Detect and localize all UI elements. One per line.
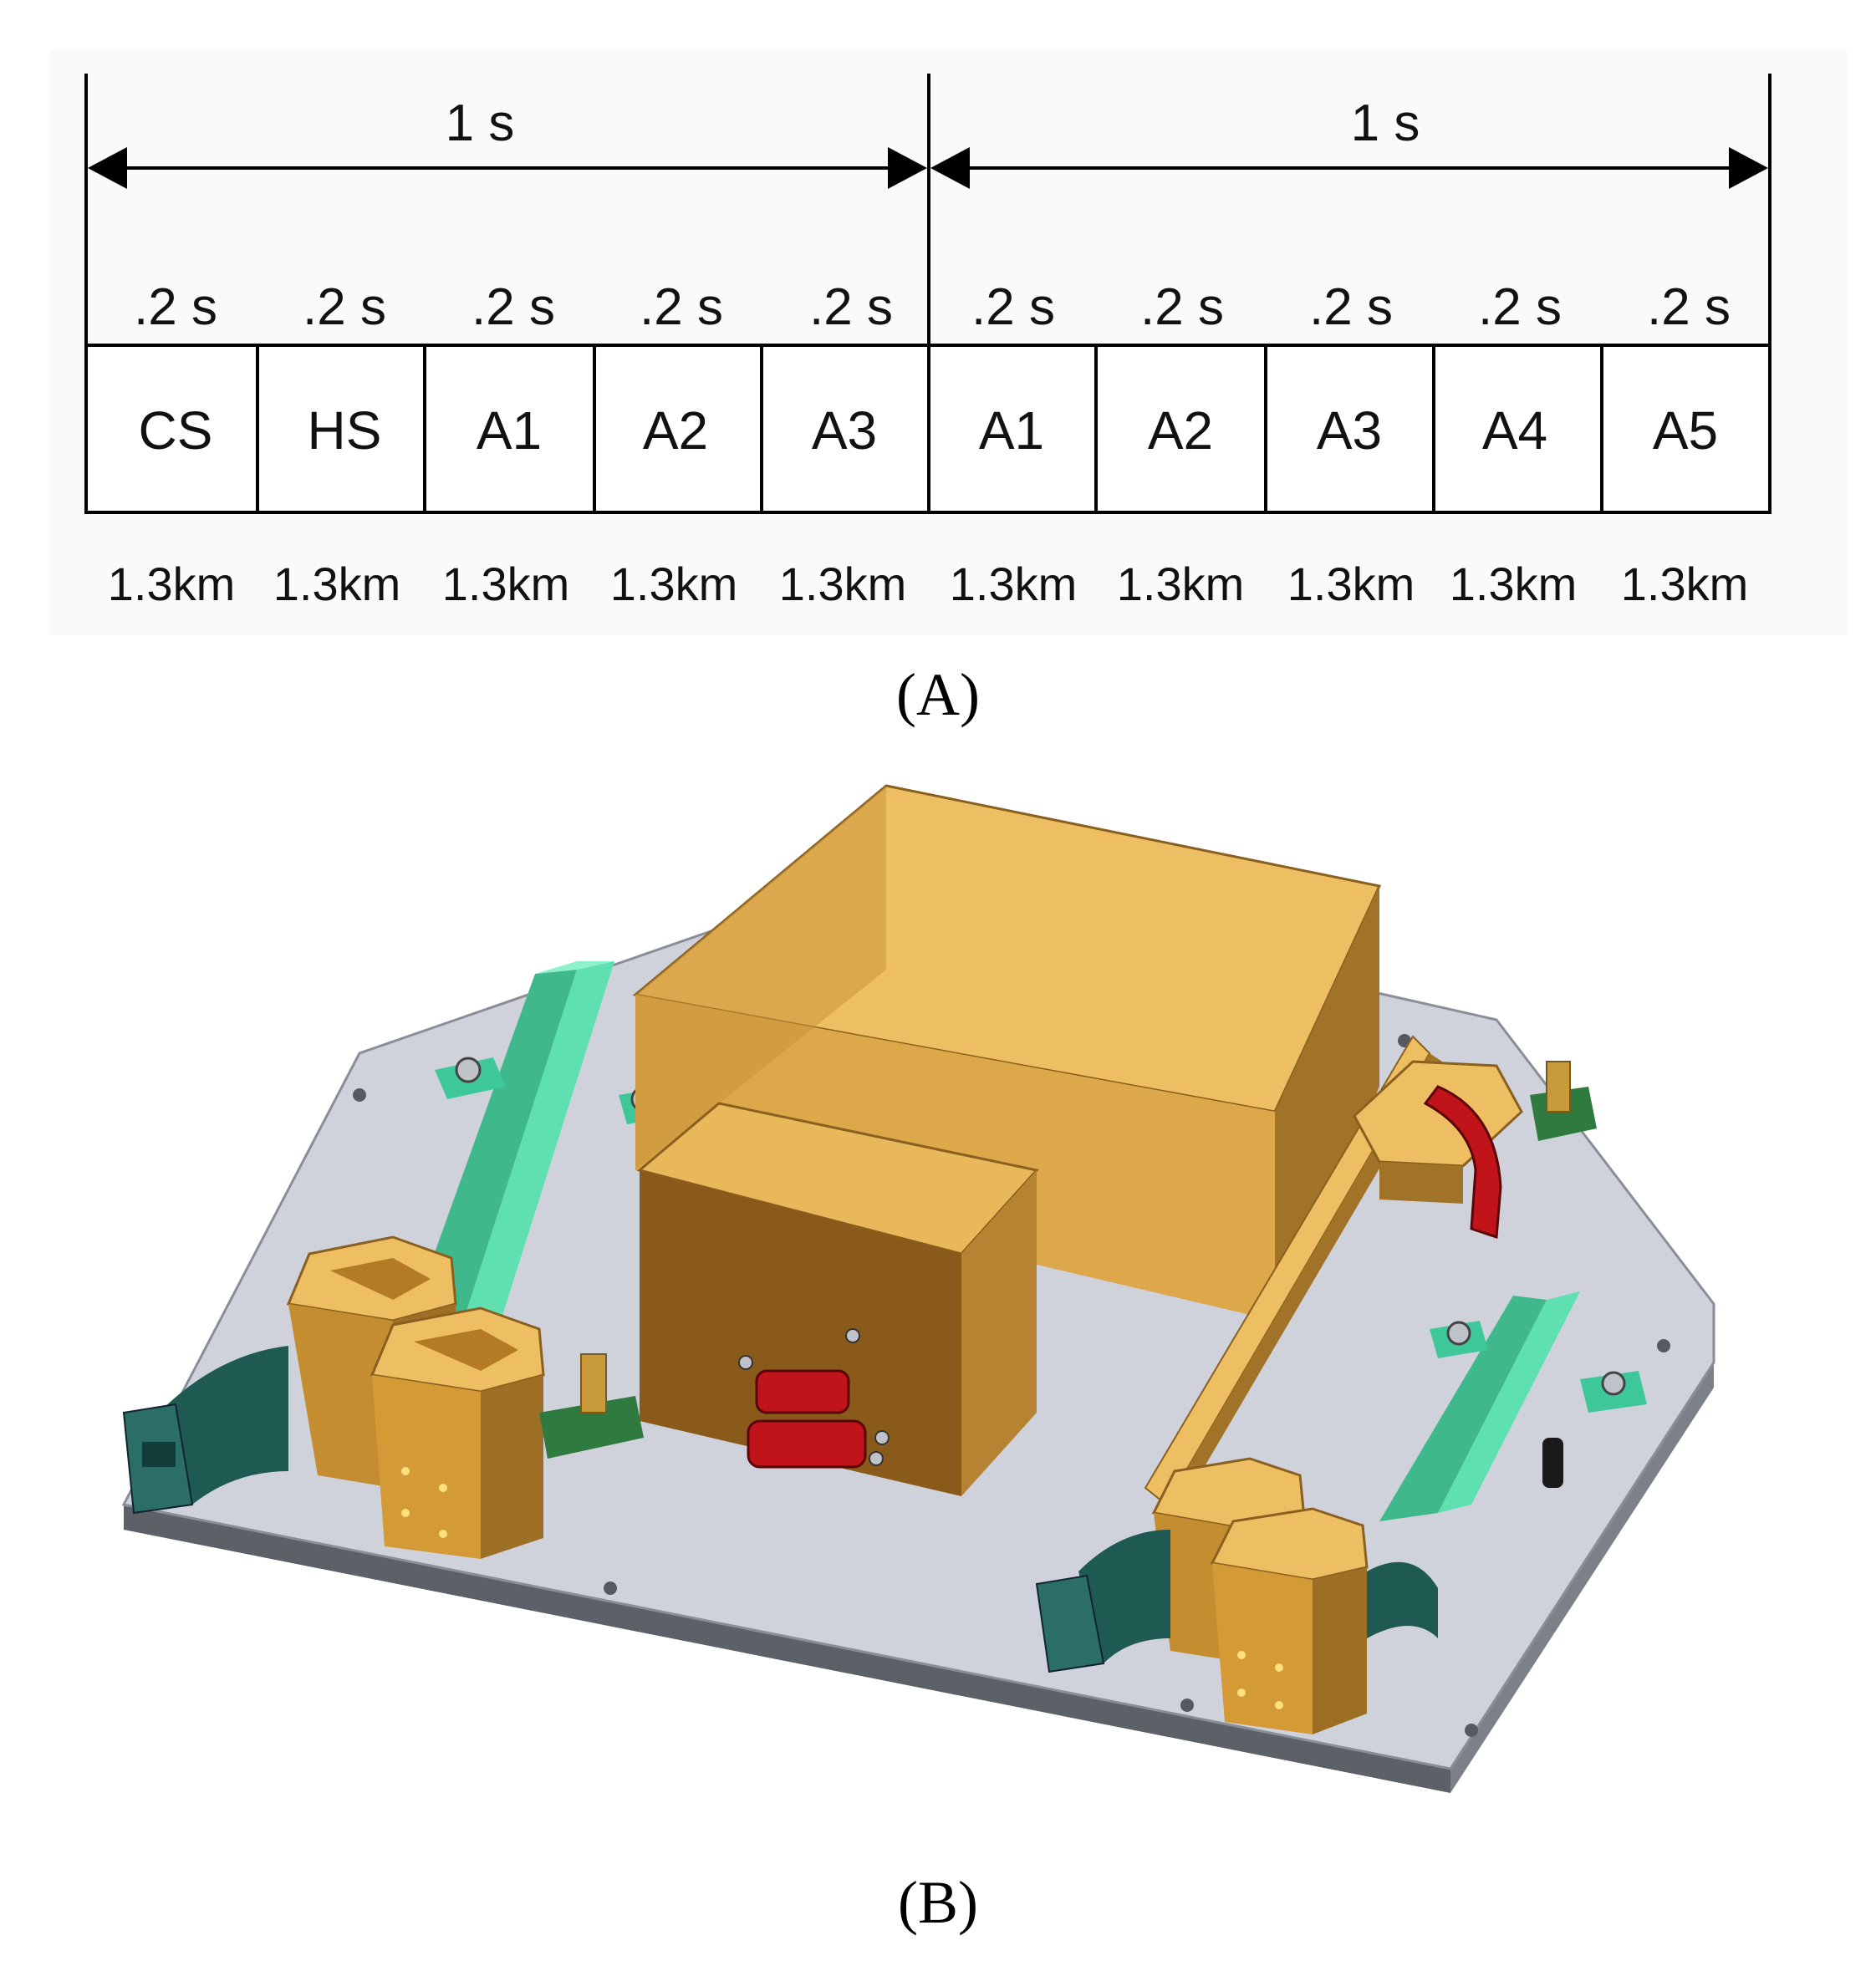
right-coupler-2 <box>1210 1507 1369 1734</box>
frame-duration-label: 1 s <box>446 94 515 152</box>
slot-box <box>423 344 596 514</box>
slot-label: A1 <box>979 400 1044 461</box>
distance-label: 1.3km <box>1287 558 1415 610</box>
slot-box <box>1600 344 1771 514</box>
slot-box <box>760 344 930 514</box>
right-waveguide <box>1379 1291 1647 1521</box>
left-coupler-2 <box>370 1306 545 1559</box>
slot-box <box>1094 344 1267 514</box>
slot-box <box>593 344 763 514</box>
slot-box <box>256 344 426 514</box>
front-housing <box>636 1102 1039 1496</box>
frame-arrow-2 <box>930 147 1768 189</box>
frame-duration-label: 1 s <box>1351 94 1420 152</box>
distance-label: 1.3km <box>1117 558 1245 610</box>
slot-duration-label: .2 s <box>809 278 893 336</box>
slot-label: A4 <box>1482 400 1547 461</box>
right-top-coupler <box>1353 1060 1597 1240</box>
hardware-model-illustration <box>121 784 1715 1793</box>
slot-label: A1 <box>477 400 542 461</box>
slot-duration-label: .2 s <box>640 278 723 336</box>
slot-label: A2 <box>643 400 708 461</box>
right-waveguide-bend <box>1035 1530 1438 1673</box>
panel-b-label: (B) <box>898 1869 978 1936</box>
distance-label: 1.3km <box>610 558 738 610</box>
slot-label: A3 <box>1317 400 1382 461</box>
distance-label: 1.3km <box>108 558 236 610</box>
slot-duration-label: .2 s <box>1140 278 1224 336</box>
distance-label: 1.3km <box>950 558 1078 610</box>
slot-box <box>1432 344 1603 514</box>
distance-label: 1.3km <box>1621 558 1749 610</box>
distance-label: 1.3km <box>273 558 401 610</box>
slot-label: A2 <box>1148 400 1213 461</box>
slot-label: A3 <box>812 400 877 461</box>
slot-duration-label: .2 s <box>1647 278 1731 336</box>
central-housing <box>632 784 1382 1321</box>
left-sma-connector <box>539 1353 644 1459</box>
slot-duration-label: .2 s <box>303 278 386 336</box>
left-waveguide-bend <box>122 1346 288 1515</box>
timing-diagram: 1 s 1 s .2 s .2 s .2 s .2 s .2 s .2 s .2… <box>50 50 1848 635</box>
slot-label: CS <box>139 400 213 461</box>
distance-label: 1.3km <box>779 558 907 610</box>
slot-duration-label: .2 s <box>1309 278 1393 336</box>
slot-duration-label: .2 s <box>1478 278 1562 336</box>
timing-background <box>50 50 1848 635</box>
slot-label: HS <box>308 400 382 461</box>
slot-duration-label: .2 s <box>971 278 1055 336</box>
slot-box <box>1264 344 1435 514</box>
frame-arrow-1 <box>88 147 927 189</box>
distance-label: 1.3km <box>1450 558 1578 610</box>
slot-box <box>927 344 1098 514</box>
slot-label: A5 <box>1653 400 1718 461</box>
slot-duration-label: .2 s <box>472 278 555 336</box>
slot-duration-label: .2 s <box>134 278 217 336</box>
panel-a-label: (A) <box>896 661 980 728</box>
distance-label: 1.3km <box>442 558 570 610</box>
